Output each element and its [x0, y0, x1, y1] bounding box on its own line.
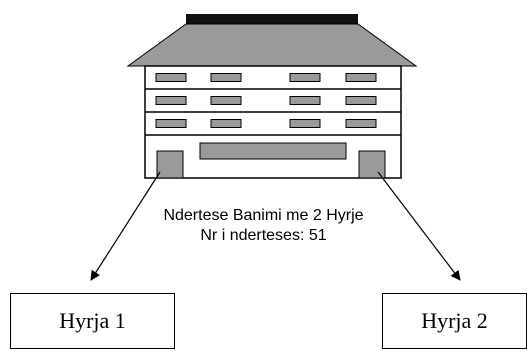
entrance-door-2	[358, 150, 386, 179]
arrow-to-entrance-1	[90, 171, 161, 281]
building-window	[289, 119, 321, 128]
entrance-box-1: Hyrja 1	[10, 293, 175, 349]
building-window	[345, 96, 377, 105]
roof-top	[186, 14, 358, 24]
roof	[126, 23, 418, 67]
arrow-to-entrance-2	[377, 171, 461, 281]
building-window	[289, 96, 321, 105]
building-window	[210, 119, 242, 128]
building-number: Nr i nderteses: 51	[200, 227, 327, 244]
building-window	[345, 119, 377, 128]
building-window	[210, 96, 242, 105]
entrance-box-2: Hyrja 2	[382, 293, 527, 349]
entrance-door-1	[156, 150, 184, 179]
shop-window	[199, 142, 347, 160]
building-window	[289, 73, 321, 82]
building-window	[155, 73, 187, 82]
building-floors	[145, 88, 401, 136]
building-window	[155, 96, 187, 105]
building-window	[155, 119, 187, 128]
building-windows	[155, 73, 377, 128]
building-window	[210, 73, 242, 82]
building-title: Ndertese Banimi me 2 Hyrje	[163, 207, 364, 224]
building-window	[345, 73, 377, 82]
